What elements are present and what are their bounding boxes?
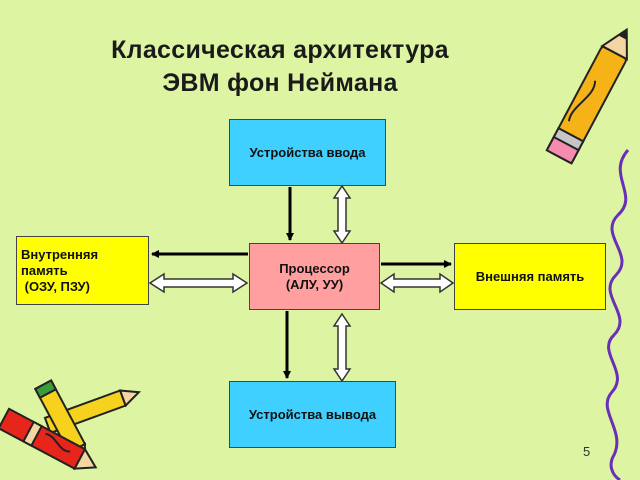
internal-memory-line-2: память <box>21 262 68 278</box>
page-number: 5 <box>583 444 591 459</box>
wavy-line <box>605 149 630 480</box>
processor-block: Процессор (АЛУ, УУ) <box>249 243 380 310</box>
double-arrow-memory-cpu <box>148 272 249 294</box>
double-arrow-cpu-output <box>332 312 352 383</box>
internal-memory-line-3: (ОЗУ, ПЗУ) <box>21 278 90 294</box>
internal-memory-line-1: Внутренняя <box>21 246 99 262</box>
pencils-cluster-icon <box>0 379 142 470</box>
title-line-2: ЭВМ фон Неймана <box>162 69 398 97</box>
external-memory-block: Внешняя память <box>454 243 606 310</box>
processor-sub-label: (АЛУ, УУ) <box>285 276 344 292</box>
double-arrow-input-cpu <box>332 184 352 245</box>
internal-memory-block: Внутренняя память (ОЗУ, ПЗУ) <box>16 236 149 305</box>
double-arrow-cpu-external <box>379 272 455 294</box>
output-devices-label: Устройства вывода <box>248 406 377 422</box>
external-memory-label: Внешняя память <box>475 268 585 284</box>
pencil-icon <box>545 27 628 165</box>
title-line-1: Классическая архитектура <box>111 36 449 64</box>
slide-title: Классическая архитектура ЭВМ фон Неймана <box>30 34 530 100</box>
input-devices-block: Устройства ввода <box>229 119 386 186</box>
output-devices-block: Устройства вывода <box>229 381 396 448</box>
input-devices-label: Устройства ввода <box>249 144 366 160</box>
processor-label: Процессор <box>279 260 350 276</box>
